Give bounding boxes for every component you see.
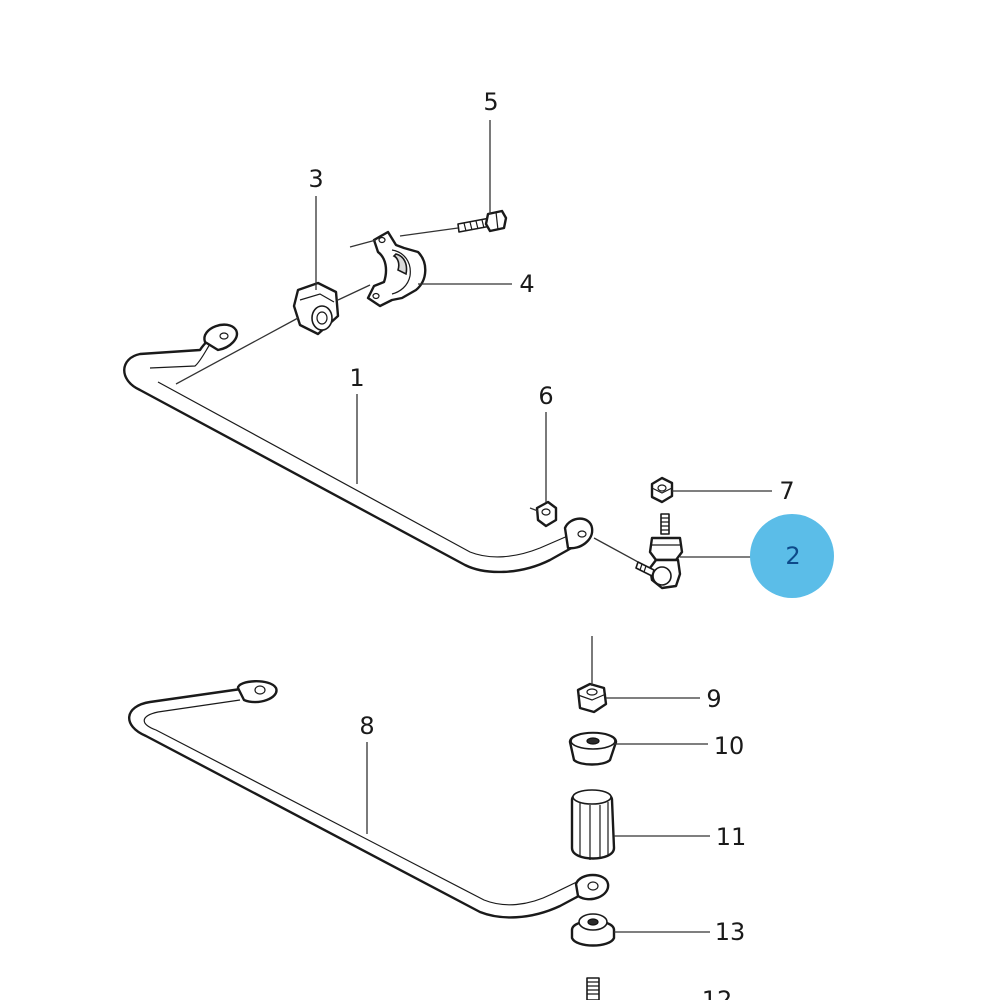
highlight-circle	[750, 514, 834, 598]
callout-8[interactable]: 8	[359, 712, 374, 740]
link-nut-small[interactable]	[535, 500, 558, 528]
stabilizer-bar-front[interactable]	[123, 323, 594, 574]
callout-5[interactable]: 5	[483, 88, 498, 116]
link-nut-top[interactable]	[650, 476, 674, 504]
stabilizer-bar-rear[interactable]	[128, 680, 610, 919]
callout-6[interactable]: 6	[538, 382, 553, 410]
rear-link-nut[interactable]	[576, 682, 608, 714]
callout-3[interactable]: 3	[308, 165, 323, 193]
callout-13[interactable]: 13	[715, 918, 746, 946]
bushing-bracket[interactable]	[366, 230, 427, 308]
callout-10[interactable]: 10	[714, 732, 745, 760]
callout-11[interactable]: 11	[716, 823, 747, 851]
callout-7[interactable]: 7	[779, 477, 794, 505]
callout-12[interactable]: 12	[702, 986, 733, 1000]
rear-lower-cup[interactable]	[570, 913, 616, 947]
rear-link-bolt[interactable]	[586, 977, 600, 1000]
bar-bushing[interactable]	[292, 281, 340, 336]
rear-upper-cup[interactable]	[568, 731, 618, 766]
rear-rubber-sleeve[interactable]	[570, 789, 616, 860]
callout-1[interactable]: 1	[349, 364, 364, 392]
stabilizer-link[interactable]	[635, 513, 684, 590]
leader-lines	[175, 120, 778, 933]
callout-4[interactable]: 4	[519, 270, 534, 298]
callout-9[interactable]: 9	[706, 685, 721, 713]
callout-2[interactable]: 2	[785, 542, 800, 570]
bracket-bolt[interactable]	[457, 209, 508, 233]
